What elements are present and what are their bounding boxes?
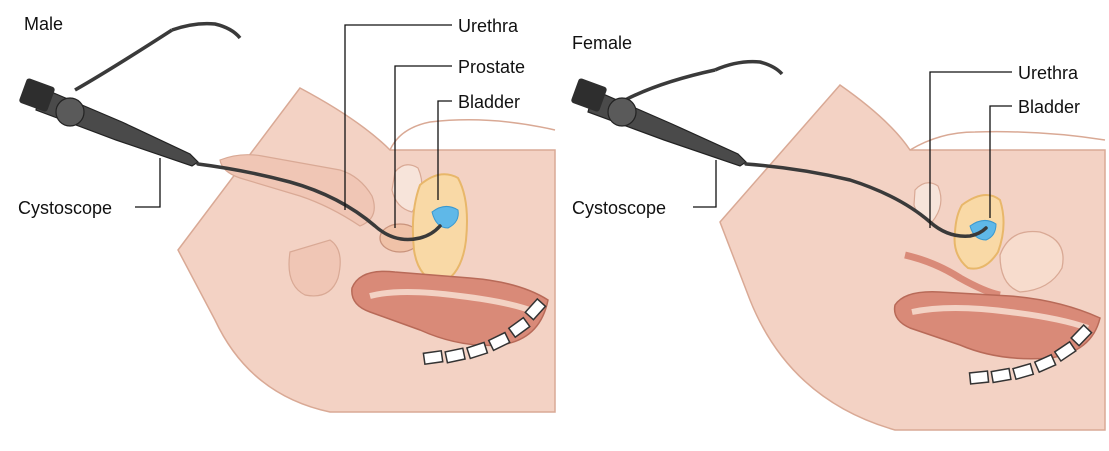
- male-cystoscope-label: Cystoscope: [18, 198, 113, 218]
- female-panel-title: Female: [572, 33, 633, 53]
- male-bladder: [411, 173, 468, 286]
- male-scrotum: [288, 239, 341, 297]
- female-bladder-label: Bladder: [1018, 97, 1081, 117]
- male-penis: [219, 154, 375, 227]
- female-leader-lines: [693, 71, 1012, 228]
- male-leader-lines: [135, 24, 452, 228]
- male-prostate-label: Prostate: [458, 57, 526, 77]
- male-abdomen-wall: [389, 119, 556, 151]
- male-anatomy: [19, 21, 556, 413]
- male-body-section: [177, 87, 556, 413]
- male-cystoscope: [19, 21, 442, 242]
- male-urine: [431, 206, 459, 229]
- male-panel-title: Male: [24, 14, 64, 34]
- female-uterus: [999, 230, 1064, 293]
- female-vagina: [904, 251, 1001, 299]
- male-bladder-label: Bladder: [458, 92, 521, 112]
- male-rectum-inner: [369, 289, 537, 315]
- female-rectum-inner: [911, 305, 1090, 331]
- female-anatomy: [571, 59, 1106, 431]
- female-cystoscope-label: Cystoscope: [572, 198, 667, 218]
- female-cystoscope: [571, 59, 988, 238]
- female-spine: [968, 323, 1093, 385]
- male-spine: [422, 297, 547, 366]
- female-urethra-label: Urethra: [1018, 63, 1079, 83]
- male-urethra-label: Urethra: [458, 16, 519, 36]
- female-abdomen-wall: [909, 130, 1106, 151]
